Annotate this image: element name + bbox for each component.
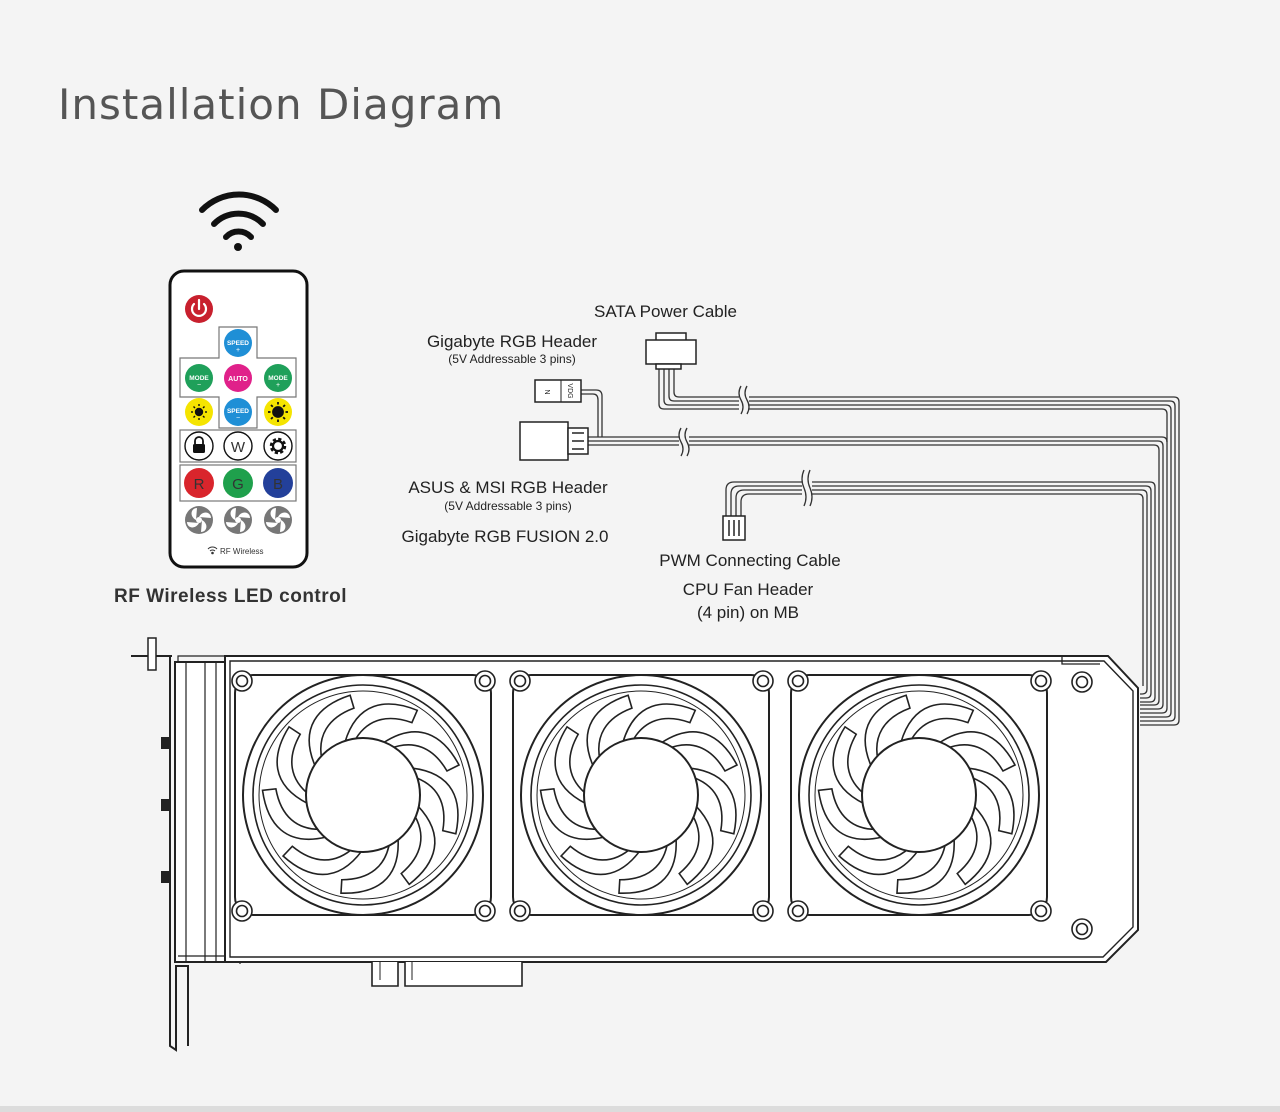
remote-caption: RF Wireless LED control bbox=[114, 586, 348, 607]
asus-msi-rgb-header-label: ASUS & MSI RGB Header bbox=[408, 478, 608, 497]
mode-next-label: MODE bbox=[268, 375, 288, 382]
page-title: Installation Diagram bbox=[58, 80, 505, 129]
speed-down-sign: − bbox=[236, 415, 240, 422]
cpu-fan-header-label: CPU Fan Header bbox=[682, 580, 814, 599]
cable-break-marks bbox=[678, 385, 813, 507]
mode-next-button[interactable] bbox=[264, 364, 292, 392]
power-icon bbox=[190, 298, 208, 317]
connector-pin-n: N bbox=[543, 389, 550, 394]
sata-power-connector bbox=[645, 332, 697, 370]
red-button[interactable] bbox=[184, 468, 214, 498]
remote-brand-label: RF Wireless bbox=[220, 547, 264, 556]
green-button[interactable] bbox=[223, 468, 253, 498]
speed-down-button[interactable] bbox=[224, 398, 252, 426]
auto-label: AUTO bbox=[228, 376, 248, 383]
wifi-icon bbox=[199, 191, 279, 251]
white-button[interactable] bbox=[223, 431, 253, 461]
mode-prev-sign: − bbox=[197, 382, 201, 389]
gigabyte-rgb-header-label: Gigabyte RGB Header bbox=[426, 332, 598, 351]
gigabyte-rgb-fusion-label: Gigabyte RGB FUSION 2.0 bbox=[401, 527, 609, 546]
brightness-high-icon bbox=[268, 402, 288, 422]
fan-left bbox=[234, 674, 492, 916]
gigabyte-rgb-connector: N VDG bbox=[534, 379, 582, 403]
speed-up-button[interactable] bbox=[224, 329, 252, 357]
speed-up-label: SPEED bbox=[227, 340, 249, 347]
brightness-low-icon bbox=[191, 404, 207, 420]
mode-next-sign: + bbox=[276, 382, 280, 389]
gigabyte-rgb-header-sublabel: (5V Addressable 3 pins) bbox=[448, 352, 576, 366]
asus-msi-rgb-header-sublabel: (5V Addressable 3 pins) bbox=[444, 499, 572, 513]
green-button-label: G bbox=[232, 476, 244, 493]
lock-icon bbox=[193, 436, 205, 453]
cable-bundle bbox=[581, 368, 1180, 726]
auto-button[interactable] bbox=[224, 364, 252, 392]
pwm-connector bbox=[722, 515, 746, 541]
fan-right bbox=[790, 674, 1048, 916]
speed-down-label: SPEED bbox=[227, 408, 249, 415]
blue-button[interactable] bbox=[263, 468, 293, 498]
blue-button-label: B bbox=[273, 476, 283, 493]
pwm-connecting-cable-label: PWM Connecting Cable bbox=[659, 551, 841, 570]
red-button-label: R bbox=[194, 476, 205, 493]
rf-remote-control: SPEED + MODE − AUTO MODE + SPEED − bbox=[168, 269, 309, 569]
bottom-divider bbox=[0, 1106, 1280, 1112]
asus-msi-rgb-connector bbox=[519, 421, 589, 461]
gear-icon bbox=[269, 437, 287, 455]
settings-button[interactable] bbox=[263, 431, 293, 461]
cpu-fan-header-pin-label: (4 pin) on MB bbox=[696, 603, 800, 622]
connector-pin-vdg: VDG bbox=[566, 383, 573, 398]
speed-up-sign: + bbox=[236, 347, 240, 354]
sata-power-cable-label: SATA Power Cable bbox=[594, 302, 737, 321]
mode-prev-label: MODE bbox=[189, 375, 209, 382]
mode-prev-button[interactable] bbox=[185, 364, 213, 392]
fan-middle bbox=[512, 674, 770, 916]
white-button-label: W bbox=[231, 439, 246, 456]
wifi-icon bbox=[207, 546, 218, 555]
